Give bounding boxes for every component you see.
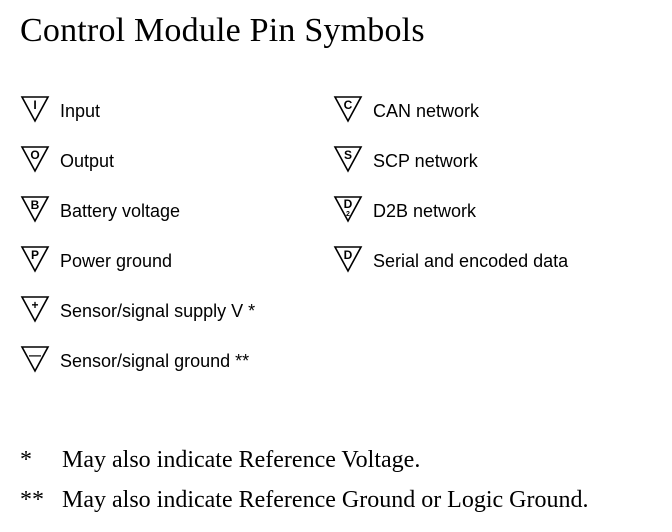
list-item: I Input bbox=[20, 84, 255, 134]
symbol-label: Sensor/signal supply V * bbox=[60, 300, 256, 321]
symbol-label: CAN network bbox=[373, 100, 480, 121]
footnote-text: May also indicate Reference Voltage. bbox=[62, 446, 421, 473]
svg-text:—: — bbox=[29, 348, 41, 362]
list-item: O Output bbox=[20, 134, 255, 184]
symbol-label: Sensor/signal ground ** bbox=[60, 350, 250, 371]
battery-voltage-pin-icon: B bbox=[20, 195, 50, 223]
list-item: + Sensor/signal supply V * bbox=[20, 284, 255, 334]
svg-text:+: + bbox=[31, 298, 38, 312]
list-item: C CAN network bbox=[333, 84, 568, 134]
svg-text:C: C bbox=[344, 98, 353, 112]
symbol-label: Input bbox=[60, 100, 101, 121]
symbol-label: Battery voltage bbox=[60, 200, 181, 221]
power-ground-pin-icon: P bbox=[20, 245, 50, 273]
sensor-supply-pin-icon: + bbox=[20, 295, 50, 323]
output-pin-icon: O bbox=[20, 145, 50, 173]
svg-text:D: D bbox=[344, 197, 353, 211]
input-pin-icon: I bbox=[20, 95, 50, 123]
symbol-label: Output bbox=[60, 150, 115, 171]
svg-text:P: P bbox=[31, 248, 39, 262]
footnote-mark: * bbox=[20, 446, 32, 473]
svg-text:2: 2 bbox=[346, 211, 350, 218]
symbol-label: Power ground bbox=[60, 250, 173, 271]
symbol-label: Serial and encoded data bbox=[373, 250, 569, 271]
serial-data-pin-icon: D bbox=[333, 245, 363, 273]
list-item: — Sensor/signal ground ** bbox=[20, 334, 255, 384]
symbol-label: D2B network bbox=[373, 200, 477, 221]
svg-text:O: O bbox=[30, 148, 39, 162]
footnote-text: May also indicate Reference Ground or Lo… bbox=[62, 486, 589, 513]
svg-text:I: I bbox=[33, 98, 36, 112]
can-network-pin-icon: C bbox=[333, 95, 363, 123]
list-item: P Power ground bbox=[20, 234, 255, 284]
page-title: Control Module Pin Symbols bbox=[20, 12, 425, 49]
symbol-label: SCP network bbox=[373, 150, 478, 171]
footnote-mark: ** bbox=[20, 486, 44, 513]
list-item: S SCP network bbox=[333, 134, 568, 184]
symbol-list-left: I Input O Output B Battery voltage P Pow… bbox=[20, 84, 255, 384]
footnote: * May also indicate Reference Voltage. bbox=[20, 440, 589, 480]
footnote: ** May also indicate Reference Ground or… bbox=[20, 480, 589, 520]
list-item: D Serial and encoded data bbox=[333, 234, 568, 284]
svg-text:B: B bbox=[31, 198, 40, 212]
list-item: B Battery voltage bbox=[20, 184, 255, 234]
svg-text:S: S bbox=[344, 148, 352, 162]
svg-text:D: D bbox=[344, 248, 353, 262]
scp-network-pin-icon: S bbox=[333, 145, 363, 173]
sensor-ground-pin-icon: — bbox=[20, 345, 50, 373]
footnotes: * May also indicate Reference Voltage. *… bbox=[20, 440, 589, 520]
